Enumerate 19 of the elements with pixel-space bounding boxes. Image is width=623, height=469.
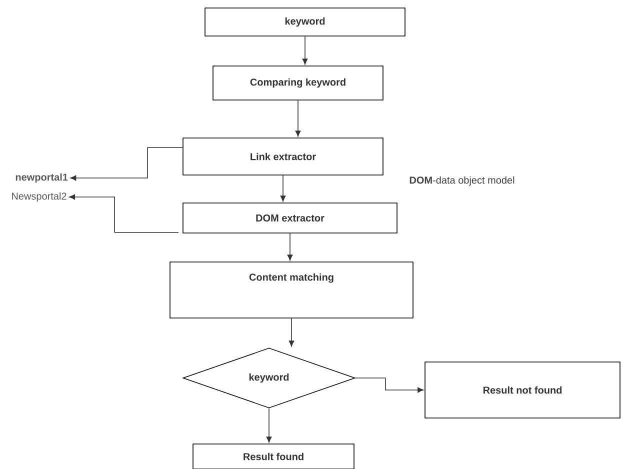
process-box: Comparing keyword <box>212 66 384 100</box>
arrow <box>280 175 286 202</box>
process-box: Content matching <box>170 262 414 318</box>
process-box: DOM extractor <box>182 202 398 234</box>
note-text: DOM-data object model <box>410 176 514 186</box>
process-box: Result found <box>192 444 354 469</box>
arrow <box>288 318 294 347</box>
arrow <box>295 100 301 137</box>
arrow <box>287 233 293 261</box>
process-box: Link extractor <box>182 138 384 176</box>
arrow <box>70 147 183 181</box>
arrow <box>355 378 424 393</box>
arrow <box>302 36 308 65</box>
process-box: keyword <box>204 8 406 36</box>
portal-label: newportal1 <box>16 173 68 183</box>
arrow <box>69 194 179 233</box>
process-box: Result not found <box>424 362 620 418</box>
portal-label: Newsportal2 <box>12 192 66 202</box>
arrow <box>266 408 272 443</box>
